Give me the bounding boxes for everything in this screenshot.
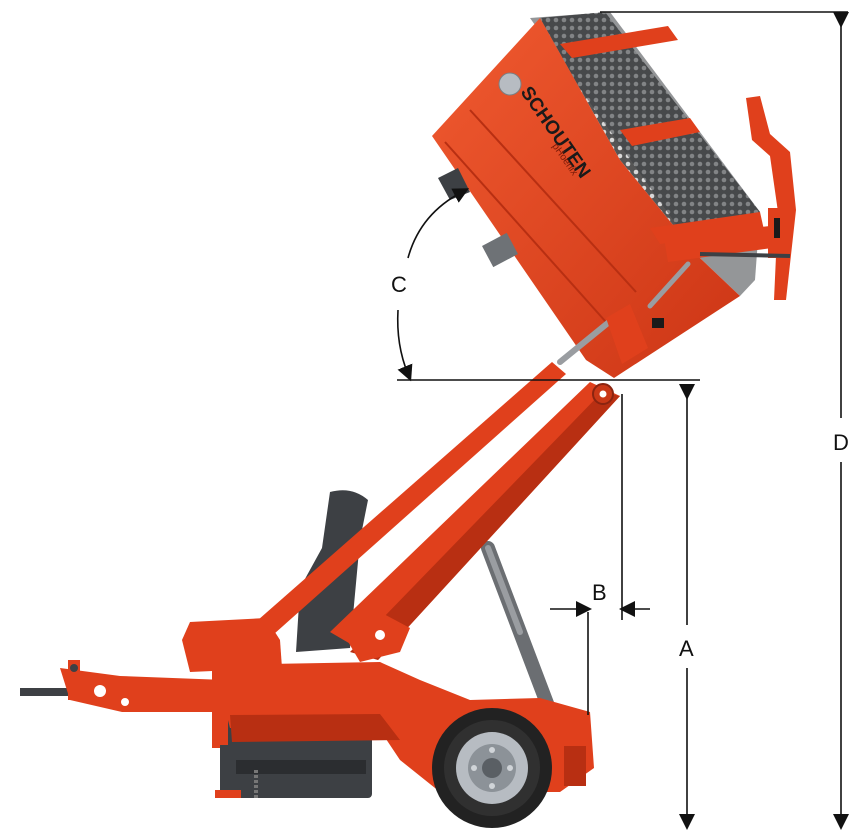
- hopper-rib-2: [444, 141, 607, 323]
- front-post: [212, 668, 228, 748]
- frame-bar-top: [560, 26, 678, 58]
- rear-light: [564, 746, 586, 786]
- dimension-lines: [396, 11, 849, 830]
- arm-bracket-hole: [375, 630, 385, 640]
- lower-housing-edge: [226, 760, 366, 774]
- machine: SCHOUTEN pHoenix: [20, 12, 796, 828]
- pivot-sticker: [652, 318, 664, 328]
- chassis-shade: [230, 714, 400, 742]
- dim-c-arc-upper: [407, 188, 470, 259]
- control-box: [482, 232, 518, 268]
- dim-label-c: C: [391, 272, 407, 297]
- dim-label-a: A: [679, 636, 694, 661]
- upper-arm-plate: [454, 500, 482, 528]
- pivot-plate: [606, 304, 648, 364]
- hopper-ram: [557, 315, 617, 365]
- hydraulic-cylinder: [481, 541, 555, 713]
- brand-logo: [498, 72, 522, 96]
- arm-bracket: [340, 612, 410, 662]
- wheel: [432, 708, 552, 828]
- tilted-hopper: SCHOUTEN pHoenix: [432, 12, 764, 378]
- lower-lift-arm-shade: [350, 392, 620, 660]
- upper-lift-arm: [258, 362, 566, 634]
- arm-pivot-upper-pin: [599, 390, 607, 398]
- front-tower: [182, 618, 282, 672]
- hopper-rib-1: [469, 109, 637, 293]
- frame-bar-low: [650, 212, 764, 244]
- frame-bar-mid: [620, 118, 700, 146]
- dim-c-arc-lower: [396, 309, 413, 382]
- jack-stand: [220, 745, 236, 795]
- hopper-ram-2: [647, 261, 691, 309]
- tow-bar: [20, 660, 225, 712]
- dim-label-d: D: [833, 430, 849, 455]
- rear-flap: [664, 96, 796, 300]
- jack-foot: [215, 790, 241, 798]
- dim-label-b: B: [592, 580, 607, 605]
